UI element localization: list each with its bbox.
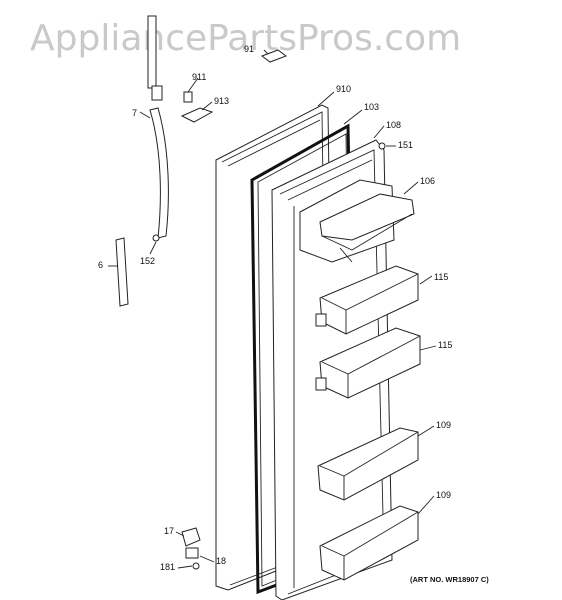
door-bin-115-lower [315,327,421,399]
door-bin-115-upper [315,265,419,335]
callout-181: 181 [160,562,175,572]
leader-lines [108,49,437,569]
callout-109-lower: 109 [436,490,451,500]
small-part-913 [180,107,214,123]
screw-181 [192,562,200,570]
watermark-text: AppliancePartsPros.com [30,18,461,59]
callout-913: 913 [214,96,229,106]
callout-labels: 91 911 913 7 910 103 108 151 106 6 152 1… [98,44,452,572]
small-part-911 [183,91,193,103]
callout-6: 6 [98,260,103,270]
callout-152: 152 [140,256,155,266]
small-part-91 [260,49,288,63]
callout-7: 7 [132,108,137,118]
trim-strip-6 [115,237,129,307]
callout-91: 91 [244,44,254,54]
callout-106: 106 [420,176,435,186]
callout-910: 910 [336,84,351,94]
screw-151 [378,142,386,150]
door-bin-109-lower [319,505,419,581]
screw-152 [152,234,160,242]
callout-115-upper: 115 [434,272,448,282]
callout-18: 18 [216,556,226,566]
door-bin-109-upper [317,427,419,501]
art-number: (ART NO. WR18907 C) [410,575,489,584]
callout-151: 151 [398,140,413,150]
callout-108: 108 [386,120,401,130]
hinge-17-18 [181,527,201,559]
callout-109-upper: 109 [436,420,451,430]
callout-17: 17 [164,526,174,536]
callout-911: 911 [192,72,206,82]
callout-103: 103 [364,102,379,112]
dairy-compartment-106 [299,179,415,263]
door-handle-7 [147,15,169,239]
callout-115-lower: 115 [438,340,452,350]
